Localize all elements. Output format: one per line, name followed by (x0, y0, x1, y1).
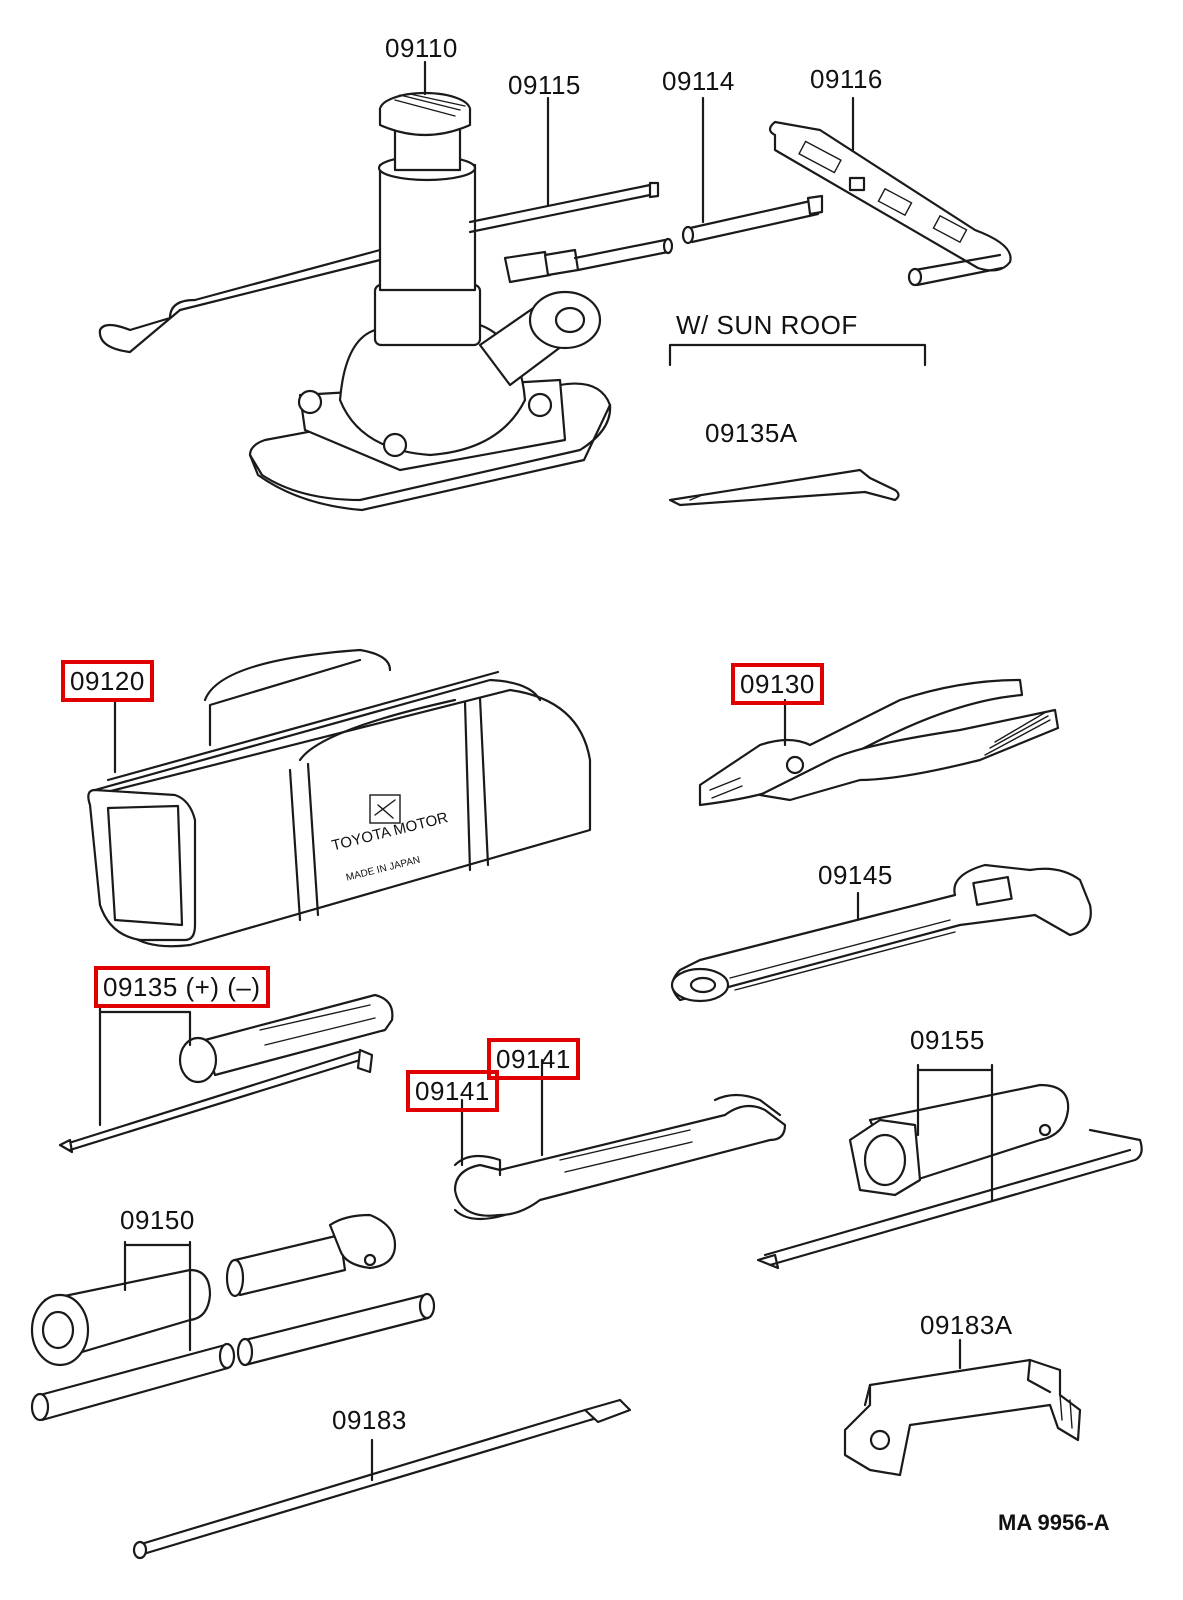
pliers-drawing (698, 678, 1060, 807)
tool-bag-drawing (87, 648, 592, 948)
socket-09150-drawing (30, 1213, 436, 1422)
label-09141-lower: 09141 (406, 1070, 499, 1112)
crank-09116-drawing (768, 96, 1012, 287)
jack-drawing (248, 60, 612, 512)
label-09135: 09135 (+) (–) (94, 966, 270, 1008)
label-09135A: 09135A (705, 418, 798, 448)
label-09141-upper: 09141 (487, 1038, 580, 1080)
double-wrench-drawing (453, 1058, 787, 1221)
hook-09183A-drawing (843, 1338, 1082, 1477)
label-09130: 09130 (731, 663, 824, 705)
label-09150: 09150 (120, 1205, 195, 1235)
label-09114: 09114 (662, 66, 735, 96)
screwdriver-drawing (58, 993, 394, 1154)
sunroof-group (668, 343, 927, 507)
label-09116: 09116 (810, 64, 883, 94)
plug-wrench-drawing (756, 1063, 1143, 1270)
label-09115: 09115 (508, 70, 581, 100)
tire-lever-09183-drawing (132, 1398, 632, 1560)
extension-09114-drawing (503, 96, 824, 284)
label-09120: 09120 (61, 660, 154, 702)
label-sun-roof: W/ SUN ROOF (676, 310, 858, 340)
handle-09115-drawing (98, 96, 660, 354)
label-09110: 09110 (385, 33, 458, 63)
label-09155: 09155 (910, 1025, 985, 1055)
label-09145: 09145 (818, 860, 893, 890)
label-09183A: 09183A (920, 1310, 1013, 1340)
adjustable-wrench-drawing (670, 863, 1092, 1003)
label-09183: 09183 (332, 1405, 407, 1435)
diagram-code: MA 9956-A (998, 1510, 1110, 1535)
